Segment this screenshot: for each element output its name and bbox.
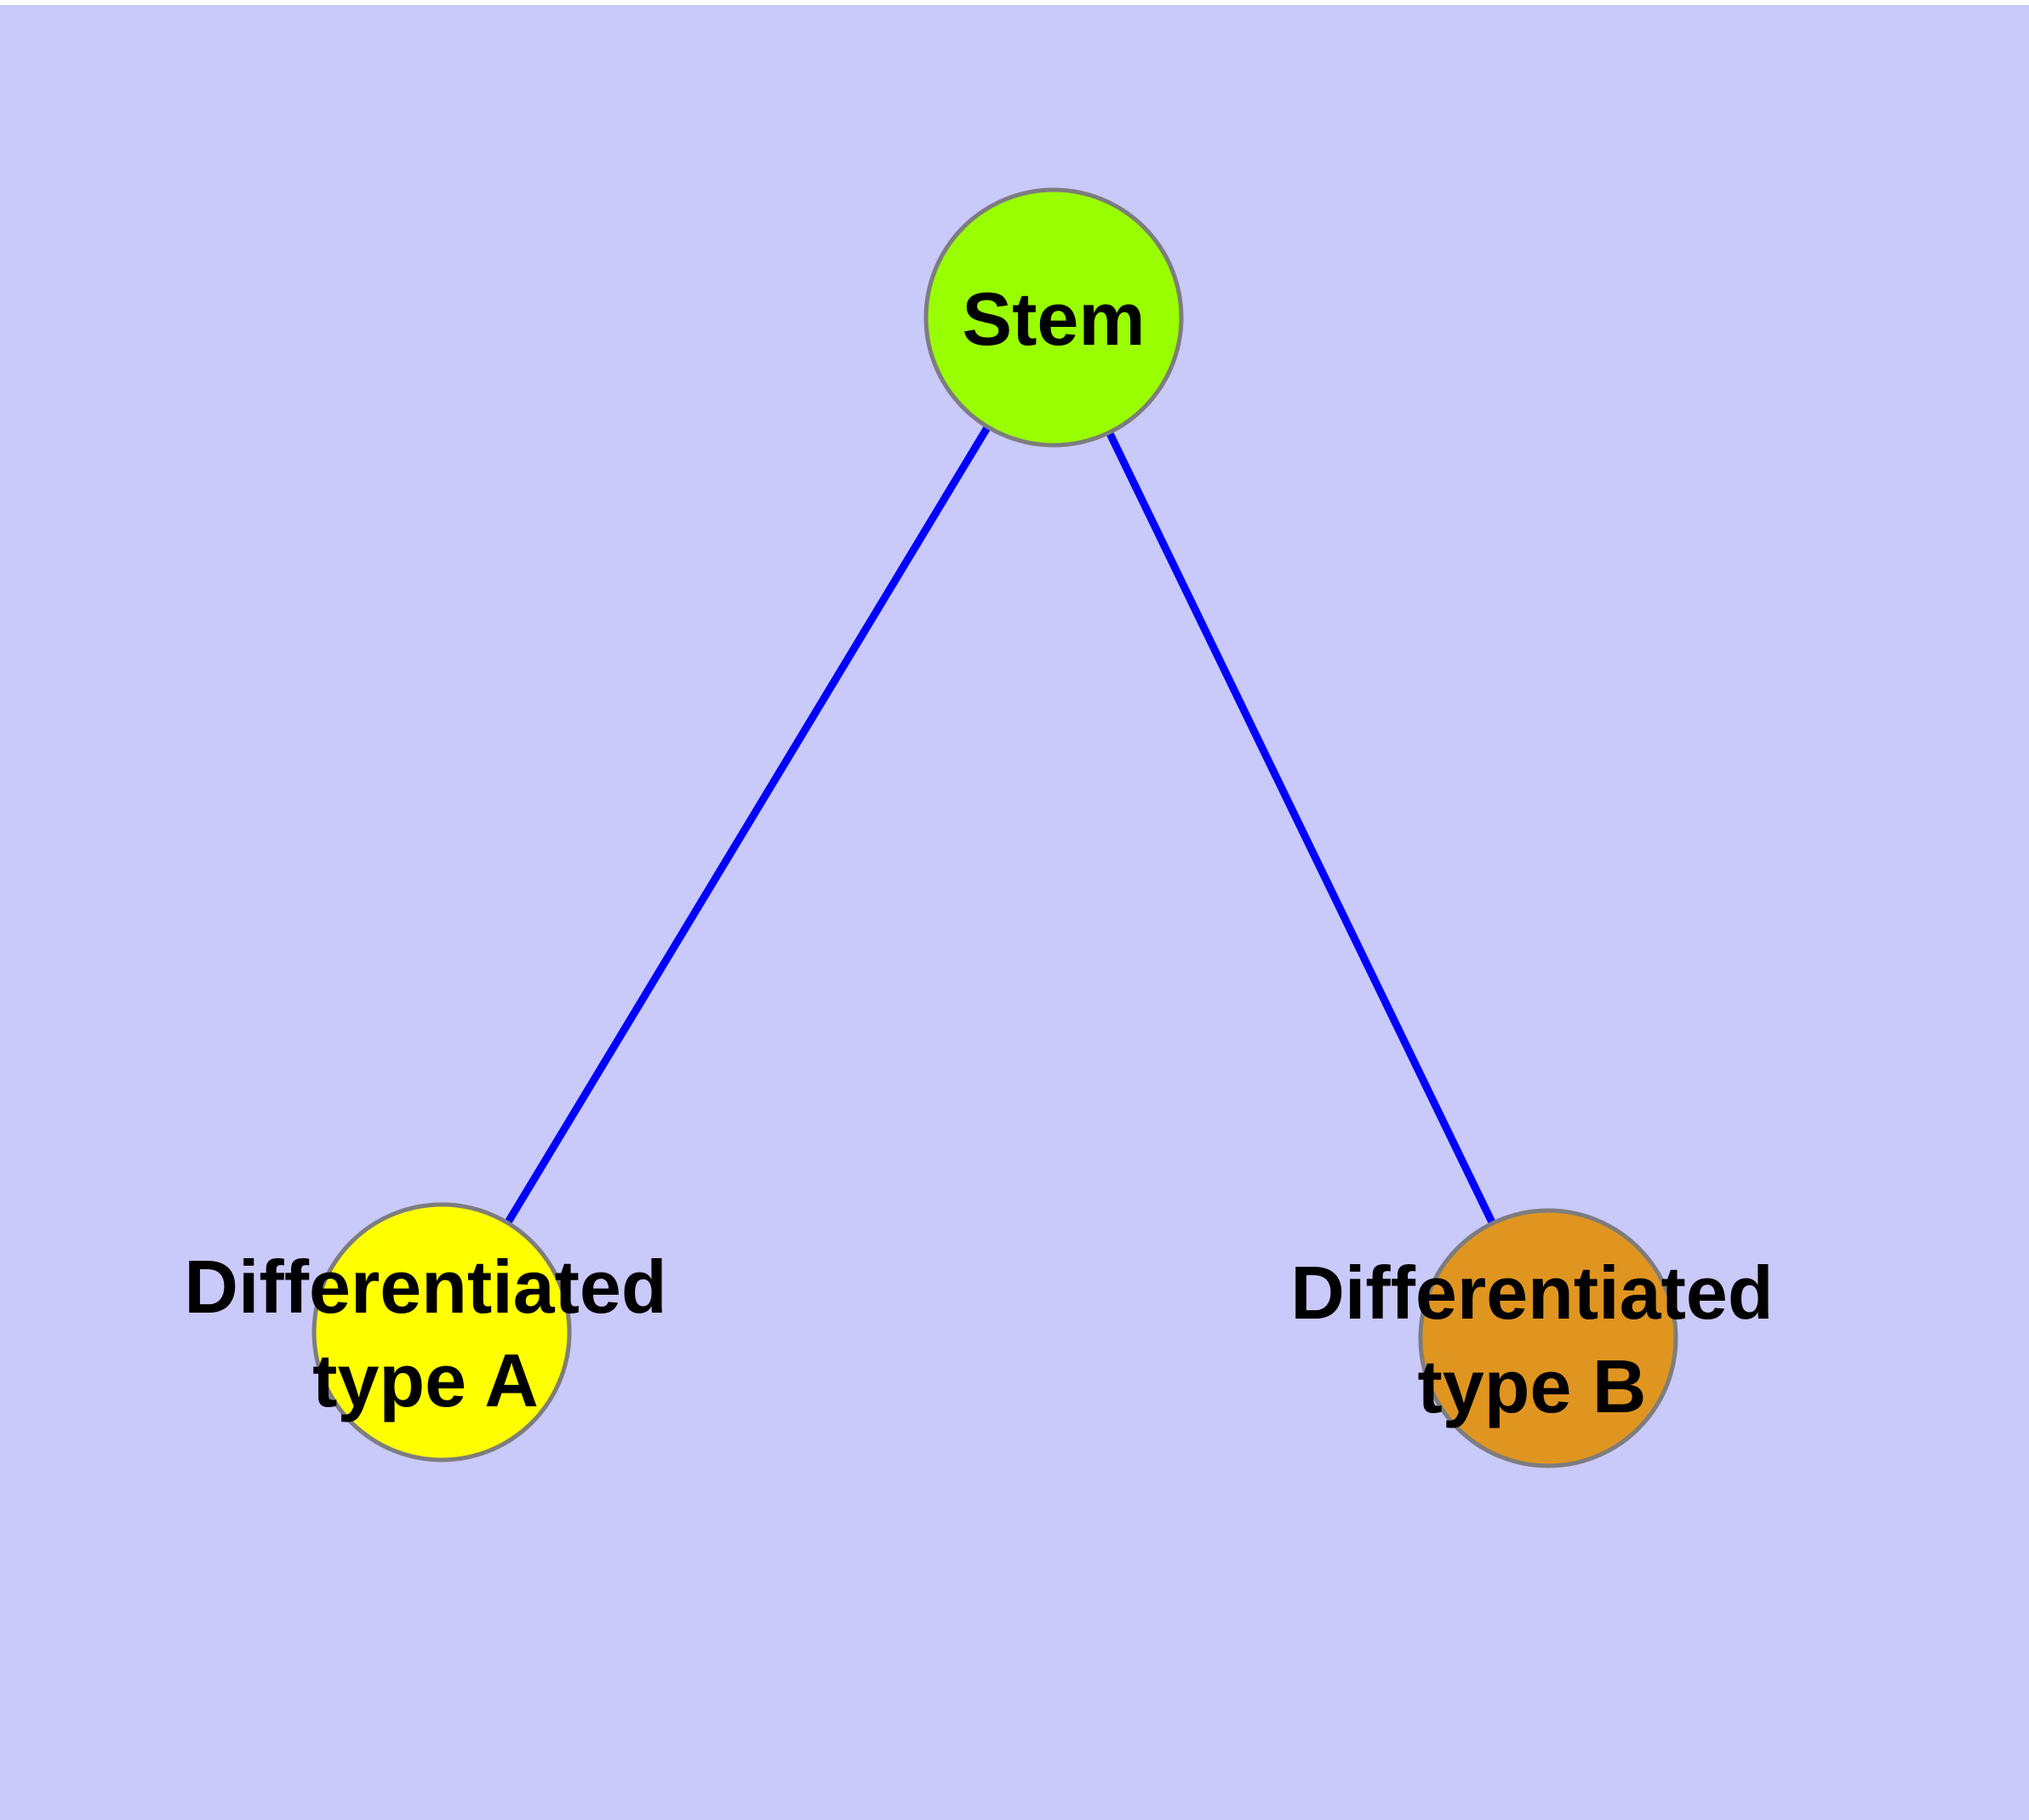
node-label-differentiated-type-b: Differentiated type B	[1290, 1246, 1773, 1434]
edge-stem-to-type-b	[1049, 316, 1552, 1340]
node-stem	[923, 187, 1184, 448]
node-differentiated-type-b	[1418, 1208, 1678, 1468]
node-label-line: type A	[312, 1338, 539, 1422]
edge-stem-to-type-a	[438, 315, 1057, 1335]
node-label-stem: Stem	[962, 272, 1145, 366]
node-label-line: Differentiated	[1290, 1251, 1774, 1335]
node-label-line: Differentiated	[184, 1245, 667, 1329]
node-label-line: type B	[1417, 1344, 1647, 1428]
node-label-line: Stem	[962, 277, 1146, 361]
node-differentiated-type-a	[311, 1202, 572, 1462]
node-label-differentiated-type-a: Differentiated type A	[184, 1240, 666, 1428]
